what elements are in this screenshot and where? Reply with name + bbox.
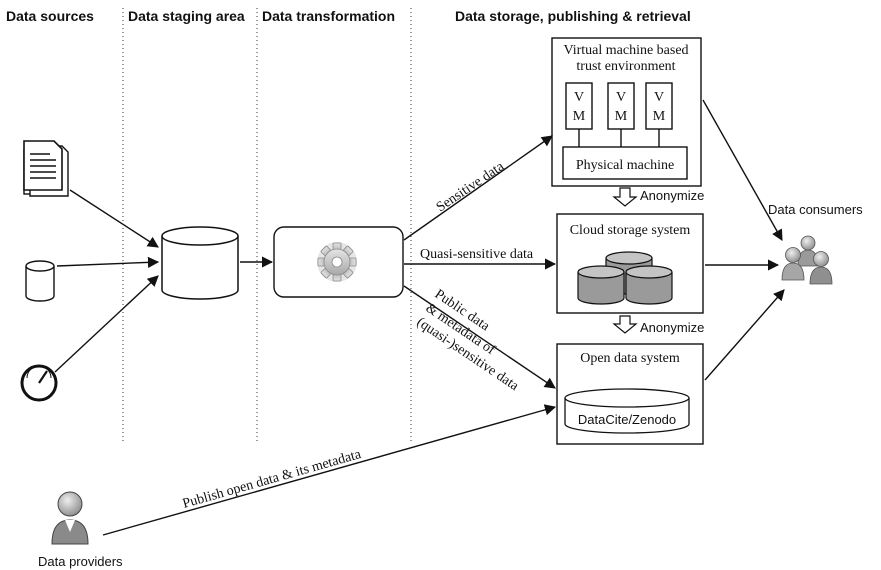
- document-icon: [23, 140, 69, 197]
- vm-trust-environment: Virtual machine based trust environment …: [551, 37, 702, 187]
- arrow-db-to-staging: [56, 256, 160, 268]
- anonymize-arrow-2: [612, 315, 638, 334]
- vm-label-bottom: M: [653, 109, 666, 124]
- arrow-public: [403, 285, 556, 389]
- database-icon: [25, 260, 55, 302]
- vm-label-bottom: M: [615, 109, 628, 124]
- header-data-transformation: Data transformation: [262, 8, 395, 24]
- anonymize-arrow-1: [612, 187, 638, 207]
- people-group-icon: [781, 235, 833, 285]
- vm-box-3: [645, 82, 673, 130]
- label-sensitive-data: Sensitive data: [434, 159, 508, 216]
- vm-label-bottom: M: [573, 109, 586, 124]
- header-data-storage: Data storage, publishing & retrieval: [455, 8, 691, 24]
- cloud-storage-title: Cloud storage system: [570, 223, 691, 238]
- storage-cylinders-icon: [577, 251, 673, 305]
- physical-machine-box: [562, 146, 688, 180]
- staging-database: [161, 226, 239, 300]
- vm-env-title-line2: trust environment: [576, 59, 675, 74]
- label-publish-open-data: Publish open data & its metadata: [181, 447, 364, 512]
- header-data-sources: Data sources: [6, 8, 94, 24]
- anonymize-label-1: Anonymize: [640, 188, 704, 203]
- open-data-title: Open data system: [580, 351, 680, 366]
- vm-env-title-line1: Virtual machine based: [563, 43, 688, 58]
- data-consumers-label: Data consumers: [768, 202, 863, 217]
- open-data-system: Open data system DataCite/Zenodo: [556, 343, 704, 445]
- vm-box-1: [565, 82, 593, 130]
- vm-label-top: V: [616, 90, 626, 105]
- gear-icon: [317, 242, 357, 282]
- vm-box-2: [607, 82, 635, 130]
- vm-label-top: V: [654, 90, 664, 105]
- vm-label-top: V: [574, 90, 584, 105]
- cloud-storage-system: Cloud storage system: [556, 213, 704, 314]
- datacite-zenodo-label: DataCite/Zenodo: [578, 412, 676, 427]
- arrow-publish: [102, 404, 557, 536]
- person-icon: [51, 491, 89, 545]
- arrow-docs-to-staging: [69, 189, 159, 248]
- header-data-staging: Data staging area: [128, 8, 245, 24]
- arrow-open-to-consumers: [704, 289, 785, 381]
- label-quasi-sensitive-data: Quasi-sensitive data: [420, 247, 534, 262]
- data-providers-label: Data providers: [38, 554, 123, 569]
- arrow-sensitive: [403, 135, 553, 241]
- anonymize-label-2: Anonymize: [640, 320, 704, 335]
- arrow-gauge-to-staging: [54, 275, 159, 373]
- gauge-icon: [20, 364, 58, 402]
- arrow-vm-to-consumers: [702, 99, 783, 241]
- physical-machine-label: Physical machine: [576, 158, 674, 173]
